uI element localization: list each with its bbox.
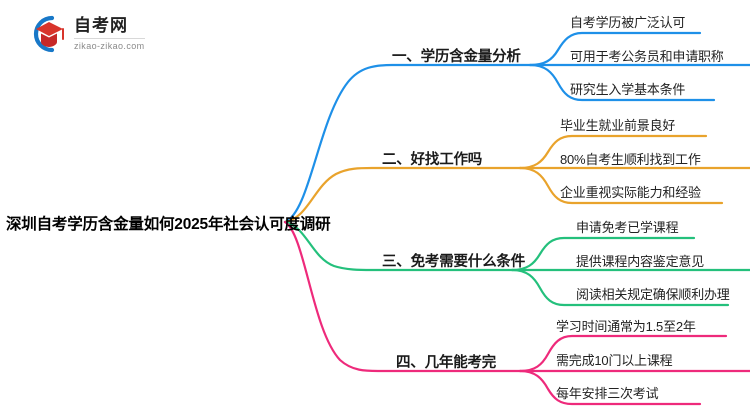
- leaf-label-4-2[interactable]: 需完成10门以上课程: [556, 353, 673, 368]
- site-logo: 自考网 zikao-zikao.com: [22, 10, 182, 58]
- leaf-label-1-2[interactable]: 可用于考公务员和申请职称: [570, 49, 724, 64]
- branch-label-4[interactable]: 四、几年能考完: [396, 355, 497, 371]
- leaf-label-1-3[interactable]: 研究生入学基本条件: [570, 82, 686, 97]
- leaf-label-3-2[interactable]: 提供课程内容鉴定意见: [576, 254, 705, 269]
- branch-label-2[interactable]: 二、好找工作吗: [382, 152, 483, 168]
- leaf-label-4-1[interactable]: 学习时间通常为1.5至2年: [556, 319, 696, 334]
- logo-subtitle: zikao-zikao.com: [74, 38, 145, 51]
- leaf-label-1-1[interactable]: 自考学历被广泛认可: [570, 15, 686, 30]
- leaf-label-3-3[interactable]: 阅读相关规定确保顺利办理: [576, 287, 730, 302]
- leaf-label-2-1[interactable]: 毕业生就业前景良好: [560, 118, 676, 133]
- logo-title: 自考网: [74, 16, 128, 35]
- mindmap-root-label[interactable]: 深圳自考学历含金量如何2025年社会认可度调研: [6, 216, 331, 233]
- branch-label-1[interactable]: 一、学历含金量分析: [392, 49, 521, 65]
- graduation-cap-icon: [22, 12, 68, 56]
- leaf-label-2-3[interactable]: 企业重视实际能力和经验: [560, 185, 701, 200]
- branch-label-3[interactable]: 三、免考需要什么条件: [382, 254, 525, 270]
- leaf-label-2-2[interactable]: 80%自考生顺利找到工作: [560, 152, 701, 167]
- logo-text-block: 自考网 zikao-zikao.com: [74, 17, 145, 51]
- leaf-label-3-1[interactable]: 申请免考已学课程: [576, 220, 679, 235]
- leaf-label-4-3[interactable]: 每年安排三次考试: [556, 386, 659, 401]
